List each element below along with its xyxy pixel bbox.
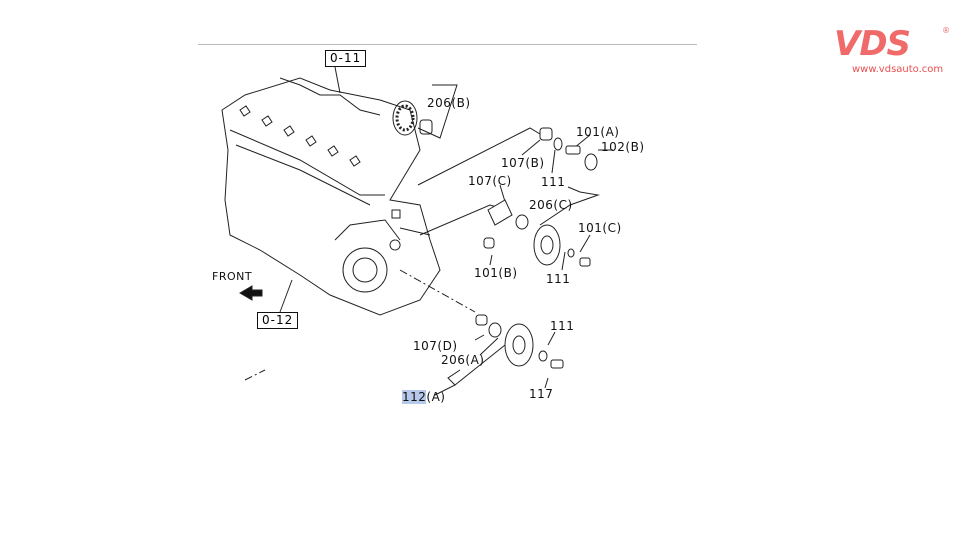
- part-label-111[interactable]: 111: [546, 272, 571, 286]
- small-parts: [239, 127, 598, 369]
- part-label-102b[interactable]: 102(B): [601, 140, 645, 154]
- logo-mark: VDS: [834, 24, 911, 64]
- header-divider: [198, 44, 697, 45]
- part-label-101a[interactable]: 101(A): [576, 125, 620, 139]
- registered-mark: ®: [942, 26, 950, 35]
- part-label-101c[interactable]: 101(C): [578, 221, 622, 235]
- front-label: FRONT: [212, 270, 253, 283]
- vds-logo: VDS ® www.vdsauto.com: [834, 24, 950, 75]
- part-label-111[interactable]: 111: [541, 175, 566, 189]
- part-label-117[interactable]: 117: [529, 387, 554, 401]
- part-label-206b[interactable]: 206(B): [427, 96, 471, 110]
- part-label-206a[interactable]: 206(A): [441, 353, 485, 367]
- ref-box-0-11[interactable]: 0-11: [325, 50, 367, 67]
- assembly-axis-lines: [244, 269, 476, 381]
- part-label-107b[interactable]: 107(B): [501, 156, 545, 170]
- ref-box-0-12[interactable]: 0-12: [257, 312, 299, 329]
- part-label-107d[interactable]: 107(D): [413, 339, 458, 353]
- part-label-101b[interactable]: 101(B): [474, 266, 518, 280]
- part-number-highlight: 112: [402, 390, 427, 404]
- part-suffix: (A): [426, 390, 446, 404]
- part-label-206c[interactable]: 206(C): [529, 198, 573, 212]
- camshaft-gear: [392, 84, 458, 139]
- part-label-112a[interactable]: 112(A): [402, 390, 445, 404]
- part-label-111[interactable]: 111: [550, 319, 575, 333]
- part-label-107c[interactable]: 107(C): [468, 174, 512, 188]
- logo-url: www.vdsauto.com: [852, 64, 944, 75]
- engine-block: [221, 77, 441, 316]
- front-arrow-icon: [239, 285, 263, 301]
